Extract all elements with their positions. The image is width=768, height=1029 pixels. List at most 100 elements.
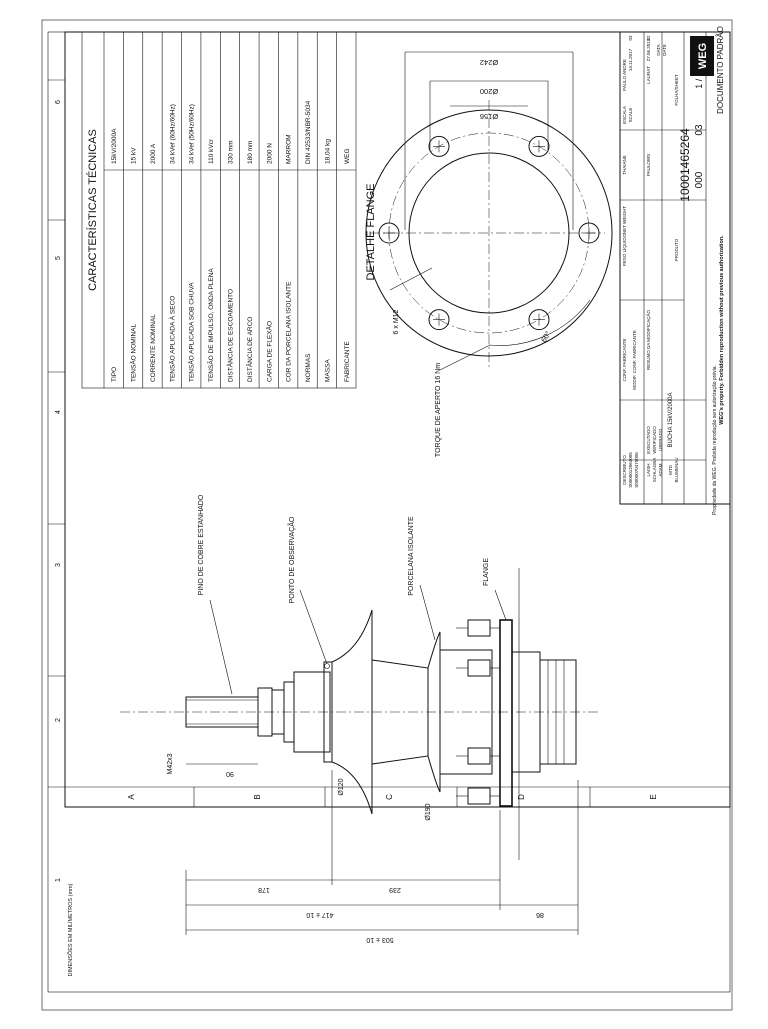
flange-bolt	[467, 787, 491, 805]
spec-label: DISTÂNCIA DE ESCOAMENTO	[226, 289, 235, 382]
spec-label: TENSÃO NOMINAL	[129, 323, 138, 382]
spec-value: 15kV/2000A	[111, 128, 118, 164]
row-label-b: B	[253, 794, 262, 799]
flange-inner-circle	[408, 152, 570, 314]
spec-value: 2000 N	[266, 143, 273, 164]
tb-label: CONF. FABRICANTE	[622, 338, 627, 381]
tb-label: BLUMENAU	[674, 457, 679, 482]
tb-name: PAULO ANDRE	[622, 59, 627, 91]
tb-label: LAISH	[646, 463, 651, 476]
notice-pt: Propriedade da WEG. Proibida reprodução …	[712, 365, 718, 515]
frame-border	[64, 31, 731, 808]
spec-label: CORRENTE NOMINAL	[150, 314, 157, 382]
tb-label: SCALE	[628, 108, 633, 123]
column-numbers: 1 2 3 4 5 6 DIMENSÕES EM MILÍMETROS (mm)	[48, 79, 74, 976]
dim-178: 178	[258, 886, 270, 893]
spec-value: 18,04 kg	[324, 139, 331, 164]
tb-name: THAIANE	[622, 155, 627, 175]
revision: 000	[694, 171, 705, 188]
flange-bolt	[467, 659, 491, 677]
flange-dim-bolt-circle: Ø200	[480, 87, 498, 96]
tb-rev: 03	[628, 35, 633, 41]
spec-value: 110 kVcr	[208, 138, 215, 164]
spec-value: MARROM	[286, 134, 293, 164]
row-label-d: D	[517, 794, 526, 800]
notice: WEG's property. Forbidden reproduction w…	[719, 235, 725, 425]
col-label-1: 1	[55, 878, 62, 882]
tb-label: SCHLAGBA	[652, 458, 657, 483]
dim-thread: M42x3	[167, 753, 174, 774]
spec-value: 330 mm	[228, 141, 235, 164]
spec-label: TENSÃO APLICADA SOB CHUVA	[187, 282, 196, 382]
flange-bolt	[467, 619, 491, 637]
flange-hole	[378, 222, 400, 244]
spec-label: MASSA	[324, 359, 331, 382]
col-label-3: 3	[55, 563, 62, 567]
spec-label: TIPO	[111, 367, 118, 382]
weg-logo: WEG	[690, 36, 714, 76]
tb-label: NET WEIGHT	[622, 206, 627, 234]
porcelain-body	[439, 649, 493, 775]
spec-value: 15 kV	[131, 147, 138, 164]
row-label-c: C	[385, 794, 394, 800]
spec-label: FABRICANTE	[344, 341, 351, 382]
observation-point	[324, 663, 330, 669]
col-label-5: 5	[55, 256, 62, 260]
sheet-format: 03	[694, 124, 705, 136]
flange-hole	[528, 309, 550, 331]
head-cap	[293, 671, 331, 753]
tb-label: LIBERADO	[658, 428, 663, 451]
tb-label: DATA	[656, 44, 661, 55]
row-label-e: E	[649, 794, 658, 799]
units-note: DIMENSÕES EM MILÍMETROS (mm)	[67, 883, 74, 976]
title-block: DESCRIBUTO CONF. FABRICANTE MODIF. CONF. F…	[619, 26, 731, 515]
flange-torque: TORQUE DE APERTO 16 Nm	[435, 363, 442, 457]
dim-417: 417 ± 10	[306, 911, 333, 918]
document-label: DOCUMENTO PADRÃO	[716, 26, 725, 114]
spec-value: 180 mm	[247, 141, 254, 164]
specs-table: CARACTERÍSTICAS TÉCNICAS TIPO 15kV/2000A T…	[81, 31, 357, 389]
tb-label: ESCALA	[622, 106, 627, 124]
dim-d190: Ø190	[425, 803, 432, 820]
description: BUCHA 15kV/2000A	[668, 392, 674, 447]
flange-outer-circle	[365, 109, 613, 357]
tb-name: LAURAT	[646, 66, 651, 84]
spec-label: CARGA DE FLEXÃO	[264, 321, 273, 382]
flange-dim-outer: Ø242	[480, 58, 498, 67]
spec-label: COR DA PORCELANA ISOLANTE	[286, 281, 293, 382]
flange-hole	[428, 135, 450, 157]
spec-value: 34 kVef (50Hz/60Hz)	[189, 104, 196, 164]
tb-label: DATE	[662, 44, 667, 56]
tb-label: DESCRIBUTO	[622, 455, 627, 485]
tb-date: 27.06.2013	[646, 38, 651, 61]
dim-503: 503 ± 10	[366, 936, 393, 943]
company-logo: WEG	[697, 43, 709, 69]
specs-title: CARACTERÍSTICAS TÉCNICAS	[86, 129, 99, 291]
tb-name: PAULOWS	[646, 154, 651, 176]
spec-label: TENSÃO DE IMPULSO, ONDA PLENA	[206, 268, 215, 382]
row-letters: A B C D E	[127, 787, 658, 807]
flange-holes-label: 6 x M12	[393, 309, 400, 334]
spec-value: 2000 A	[150, 143, 157, 164]
callout-flange: FLANGE	[483, 558, 490, 586]
callout-copper-stud: PINO DE COBRE ESTANHADO	[198, 494, 205, 595]
dim-90: 90	[226, 770, 234, 777]
flange-plate	[499, 619, 513, 807]
tb-date: 14.11.2017	[628, 48, 633, 71]
flange-dim-inner: Ø156	[480, 112, 498, 121]
dim-86: 86	[536, 911, 544, 918]
tb-label: RESUMO DA MODIFICAÇÃO	[645, 310, 651, 371]
spec-label: NORMAS	[305, 353, 312, 382]
tb-label: PRODUTO	[674, 238, 679, 261]
flange-bolt	[467, 747, 491, 765]
dim-d120: Ø120	[338, 778, 345, 795]
spec-value: WEG	[344, 148, 351, 164]
tb-label: MODIF. CONF. FABRICANTE	[632, 330, 637, 390]
flange-title: DETALHE FLANGE	[365, 184, 377, 281]
bushing-view: PINO DE COBRE ESTANHADO PONTO DE OBSERVA…	[120, 494, 600, 943]
paper-border	[41, 19, 733, 1011]
dim-239: 239	[389, 886, 401, 893]
col-label-2: 2	[55, 718, 62, 722]
